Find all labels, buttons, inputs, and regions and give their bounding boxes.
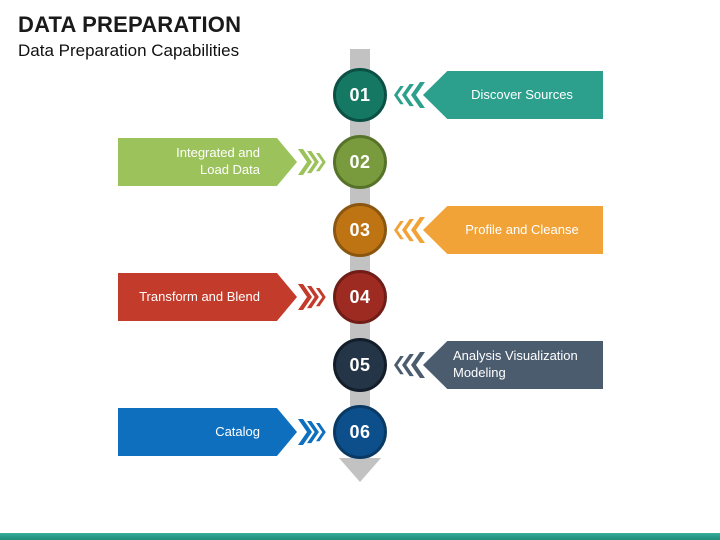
chevrons-right-icon [298,284,326,310]
step-row-03: Profile and Cleanse 03 [0,202,720,258]
footer-bar [0,533,720,540]
step-circle: 06 [333,405,387,459]
step-circle: 02 [333,135,387,189]
step-banner: Analysis Visualization Modeling [423,341,603,389]
step-row-05: Analysis Visualization Modeling 05 [0,337,720,393]
step-label: Profile and Cleanse [465,221,579,237]
step-row-06: Catalog 06 [0,404,720,460]
step-banner: Integrated and Load Data [118,138,297,186]
step-number: 03 [349,219,371,240]
step-banner: Catalog [118,408,297,456]
step-row-01: Discover Sources 01 [0,67,720,123]
step-circle: 03 [333,203,387,257]
chevrons-right-icon [298,419,326,445]
step-label: Discover Sources [471,86,573,102]
timeline-arrow-down-icon [339,458,381,482]
step-row-02: Integrated and Load Data 02 [0,134,720,190]
chevrons-right-icon [298,149,326,175]
step-number: 05 [349,354,371,375]
page-title: DATA PREPARATION [18,12,242,37]
step-label: Integrated and Load Data [176,145,260,177]
page-subtitle: Data Preparation Capabilities [18,41,240,60]
step-number: 01 [349,84,371,105]
step-banner: Profile and Cleanse [423,206,603,254]
step-label: Analysis Visualization Modeling [453,348,578,380]
step-circle: 01 [333,68,387,122]
step-number: 02 [349,151,371,172]
step-banner: Transform and Blend [118,273,297,321]
step-number: 04 [349,286,371,307]
chevrons-left-icon [394,82,425,108]
step-label: Catalog [215,423,260,439]
step-number: 06 [349,421,371,442]
step-banner: Discover Sources [423,71,603,119]
chevrons-left-icon [394,217,425,243]
chevrons-left-icon [394,352,425,378]
step-circle: 05 [333,338,387,392]
step-circle: 04 [333,270,387,324]
step-row-04: Transform and Blend 04 [0,269,720,325]
step-label: Transform and Blend [139,288,260,304]
